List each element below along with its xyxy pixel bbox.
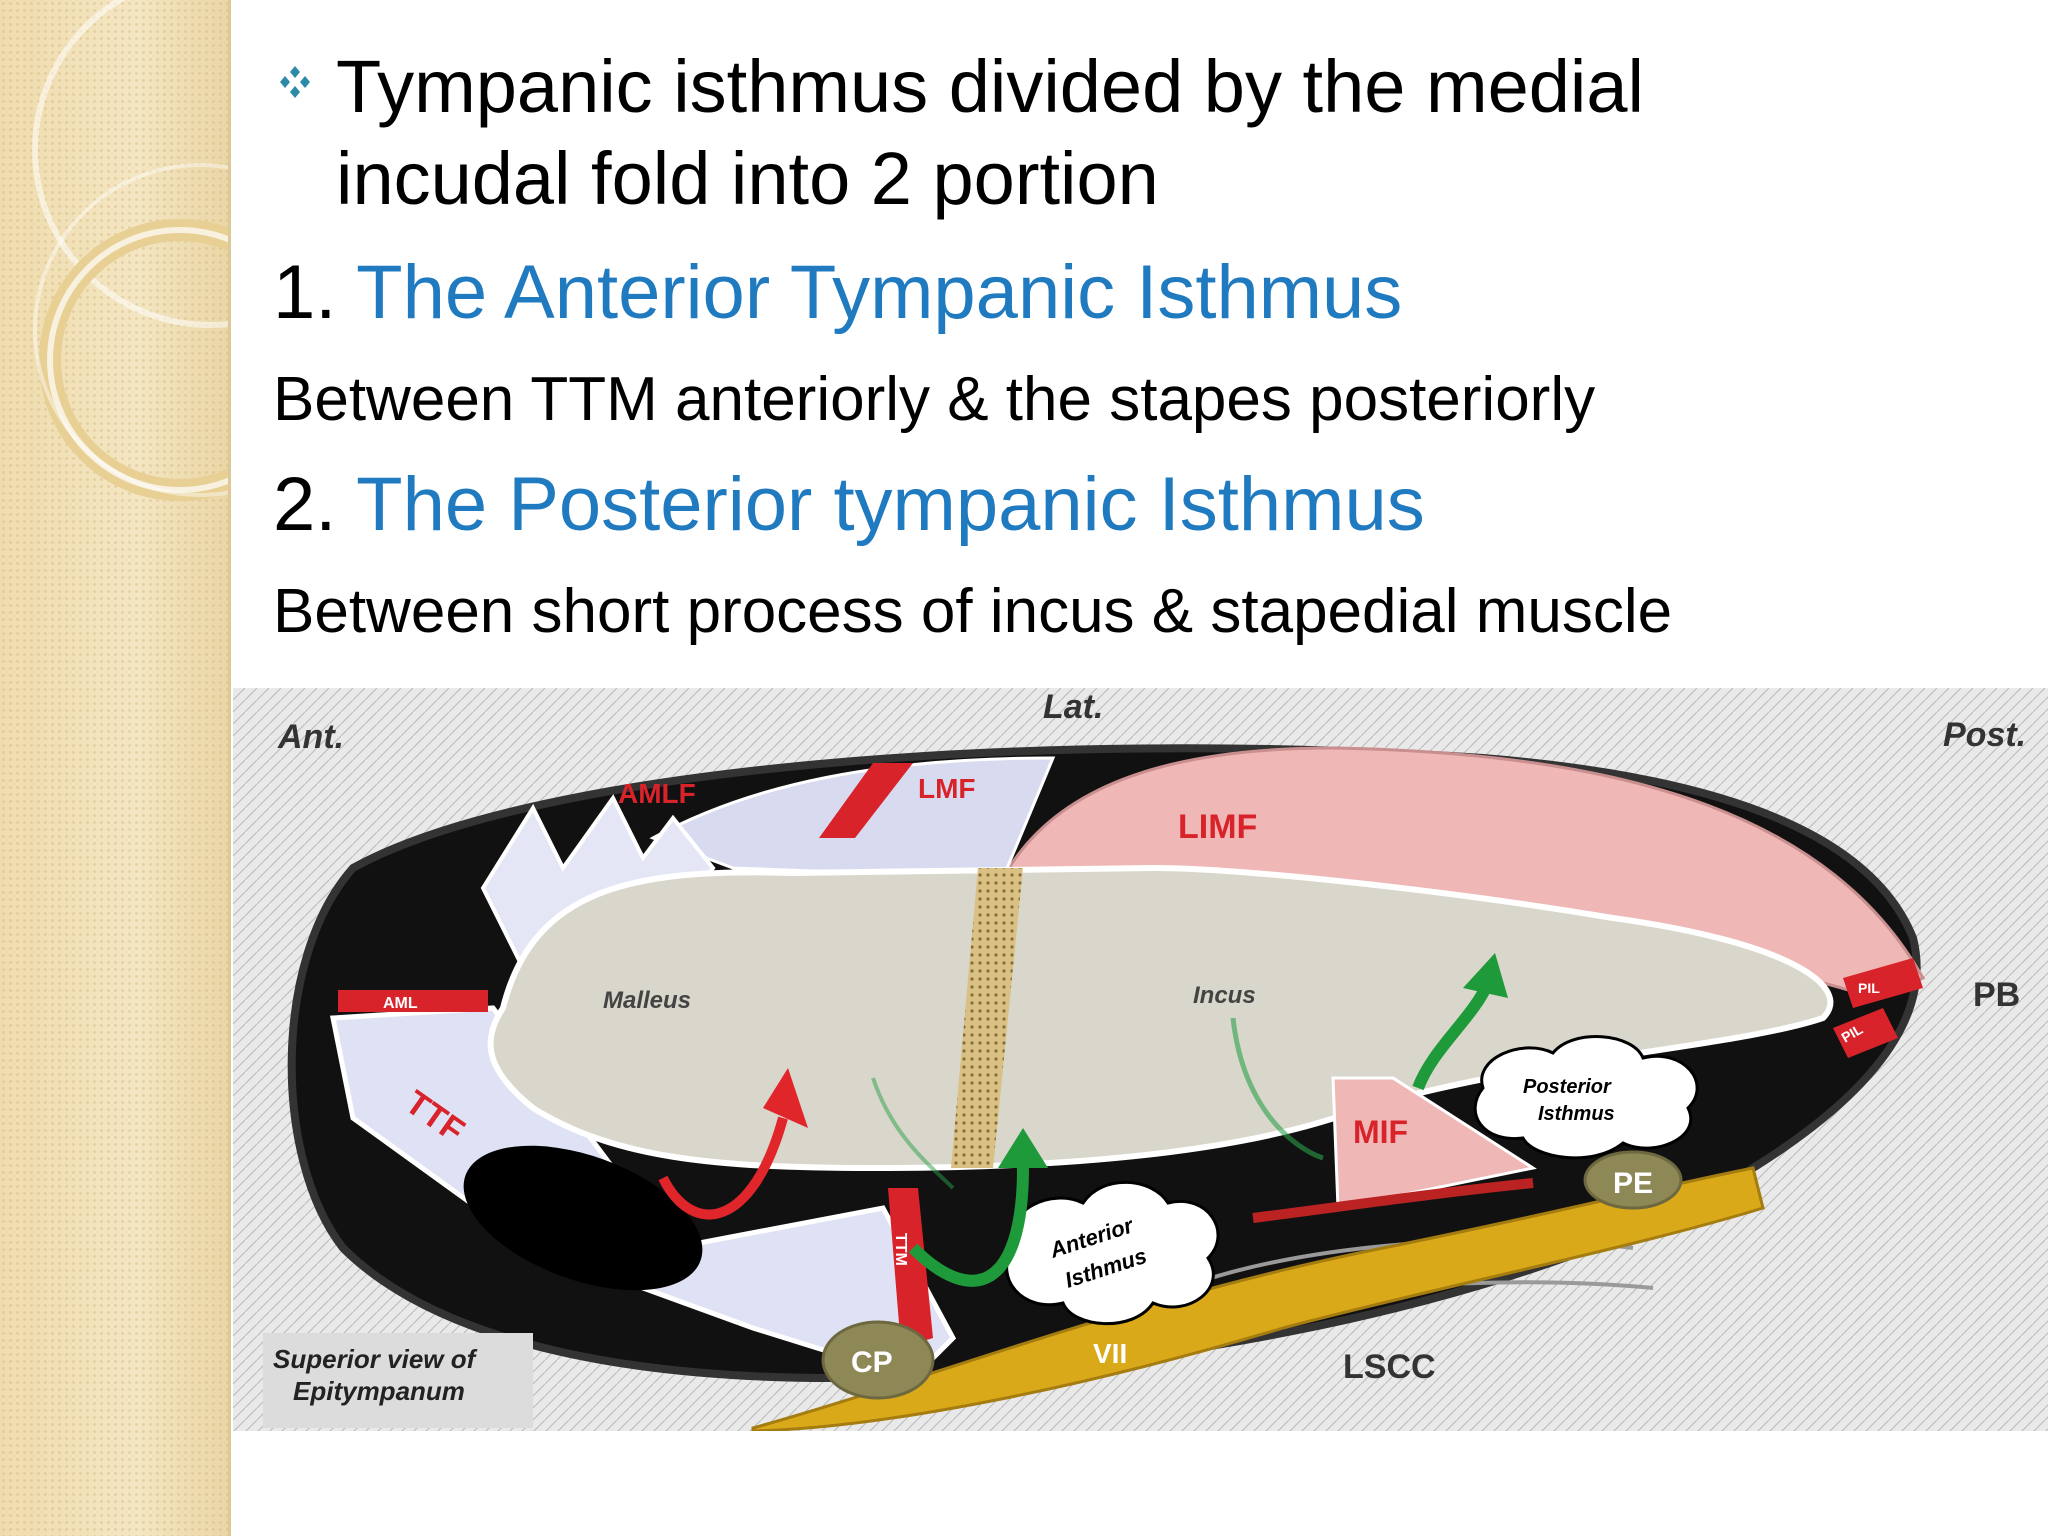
item-1-title: The Anterior Tympanic Isthmus — [356, 250, 1403, 335]
green-arrow-posterior-head — [1463, 953, 1508, 998]
posterior-isthmus-cloud — [1473, 1035, 1699, 1160]
label-vii: VII — [1093, 1338, 1127, 1369]
label-limf: LIMF — [1178, 808, 1257, 846]
red-arrow — [658, 1116, 788, 1220]
item-1-number: 1. — [273, 250, 337, 335]
green-flow-line — [1230, 1017, 1324, 1161]
label-aml: AML — [383, 995, 418, 1012]
label-mif: MIF — [1353, 1114, 1408, 1150]
epitympanum-diagram: Ant. Lat. Post. Superior view of Epitymp… — [233, 688, 2048, 1431]
item-1-heading: 1. The Anterior Tympanic Isthmus — [273, 248, 1402, 338]
label-lmf: LMF — [918, 773, 976, 804]
label-pil-1: PIL — [1858, 980, 1880, 996]
item-2-heading: 2. The Posterior tympanic Isthmus — [273, 460, 1425, 550]
decorative-sidebar — [0, 0, 231, 1536]
green-arrow-anterior-head — [998, 1128, 1048, 1168]
aml-band — [338, 990, 488, 1012]
label-malleus: Malleus — [603, 987, 691, 1014]
pil-band-1 — [1843, 958, 1923, 1008]
pe-oval — [1583, 1150, 1683, 1210]
item-2-title: The Posterior tympanic Isthmus — [356, 462, 1425, 547]
label-post: Post. — [1943, 716, 2026, 754]
sidebar-rings — [32, 0, 228, 501]
item-2-number: 2. — [273, 462, 337, 547]
bullet-line-2: incudal fold into 2 portion — [336, 137, 1159, 220]
green-arrow-posterior — [1412, 980, 1494, 1091]
ulf-band — [819, 763, 913, 838]
stapedial-muscle — [1252, 1178, 1534, 1223]
caption-box — [263, 1333, 533, 1428]
label-lat: Lat. — [1043, 688, 1103, 726]
label-lscc: LSCC — [1343, 1348, 1436, 1386]
label-ttm: TTM — [892, 1233, 909, 1266]
tubal-opening — [463, 1145, 703, 1291]
diamond-bullet-icon — [280, 66, 310, 98]
mif-fold — [1331, 1076, 1537, 1210]
label-ant: Ant. — [277, 718, 344, 756]
malleus-incus-body — [487, 864, 1834, 1172]
item-2-description: Between short process of incus & stapedi… — [273, 577, 1673, 646]
green-arrow-anterior — [908, 1167, 1029, 1287]
anterior-isthmus-cloud — [1005, 1180, 1220, 1326]
label-cp: CP — [851, 1346, 893, 1379]
incudomalleolar-joint — [951, 868, 1023, 1168]
label-pe: PE — [1613, 1167, 1653, 1200]
bullet-line-1: Tympanic isthmus divided by the medial — [336, 45, 1644, 128]
label-pb: PB — [1973, 976, 2020, 1014]
red-arrow-head — [763, 1068, 808, 1128]
caption-line-1: Superior view of — [273, 1344, 478, 1374]
label-incus: Incus — [1193, 982, 1256, 1009]
label-amlf: AMLF — [618, 778, 696, 809]
item-1-description: Between TTM anteriorly & the stapes post… — [273, 365, 1596, 434]
pil-band-2 — [1833, 1008, 1898, 1058]
label-posterior-isthmus-1: Posterior — [1523, 1076, 1612, 1098]
caption-line-2: Epitympanum — [293, 1376, 465, 1406]
cp-oval — [821, 1320, 935, 1400]
ttm-band — [888, 1188, 933, 1348]
label-posterior-isthmus-2: Isthmus — [1538, 1103, 1615, 1125]
